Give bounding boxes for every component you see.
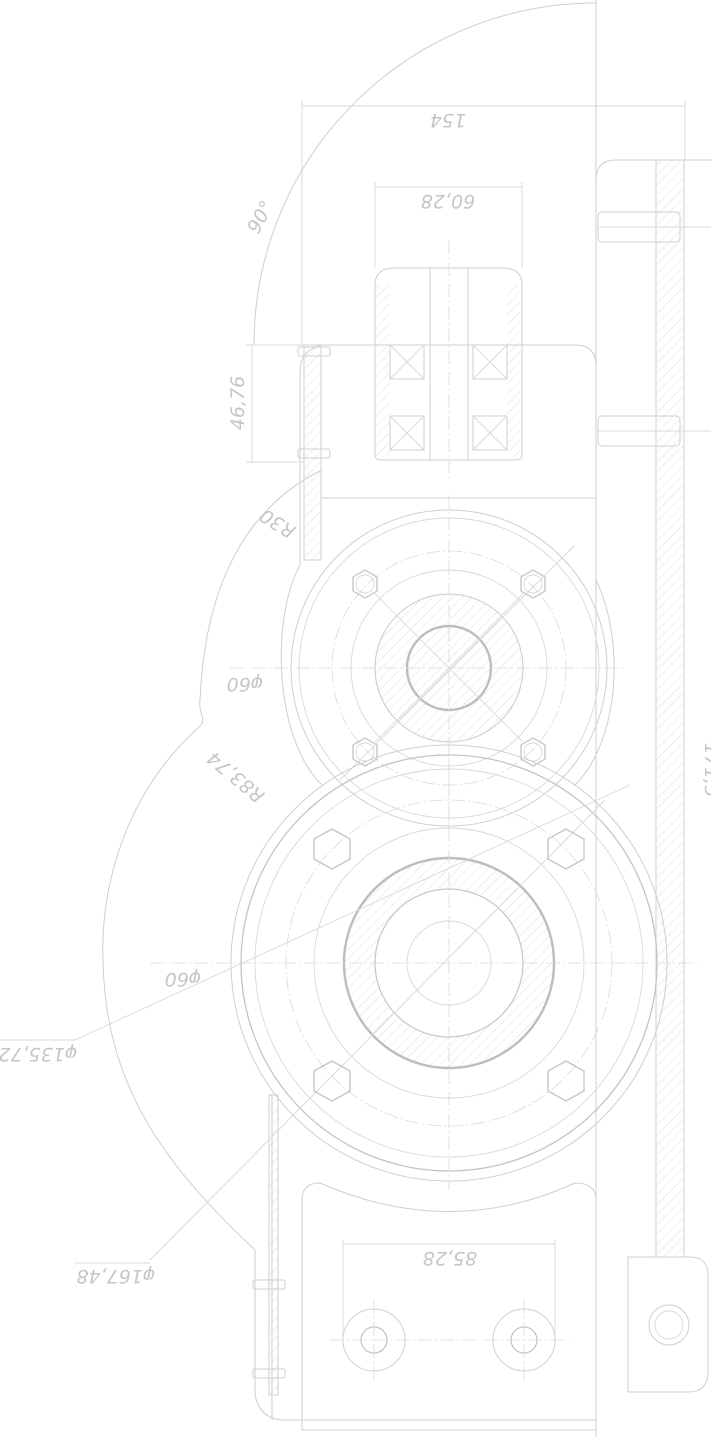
dim-radius-large: R83,74 [203, 746, 269, 806]
dim-bearing-width: 60,28 [421, 190, 475, 212]
dim-diameter-outer: φ167,48 [76, 1265, 155, 1287]
base-holes [330, 1300, 570, 1380]
dim-height-left: 46,76 [227, 376, 249, 430]
lower-shaft-assembly [74, 740, 700, 1261]
upper-bearing-housing [374, 240, 523, 480]
upper-shaft-assembly [230, 495, 625, 835]
dim-radius-small: R30 [256, 504, 299, 542]
dim-right-partial: 171,5 [700, 743, 711, 797]
side-plate [595, 159, 711, 1393]
dim-bore-lower: φ60 [165, 968, 202, 990]
dim-width-top: 154 [430, 109, 466, 131]
dim-bore-upper: φ60 [227, 673, 264, 695]
dimension-lines [0, 100, 686, 1340]
dim-base-spacing: 85,28 [423, 1247, 477, 1269]
dim-diameter-inner: φ135,72 [0, 1043, 78, 1065]
left-flange [252, 344, 331, 1396]
housing-outline [102, 0, 615, 1437]
